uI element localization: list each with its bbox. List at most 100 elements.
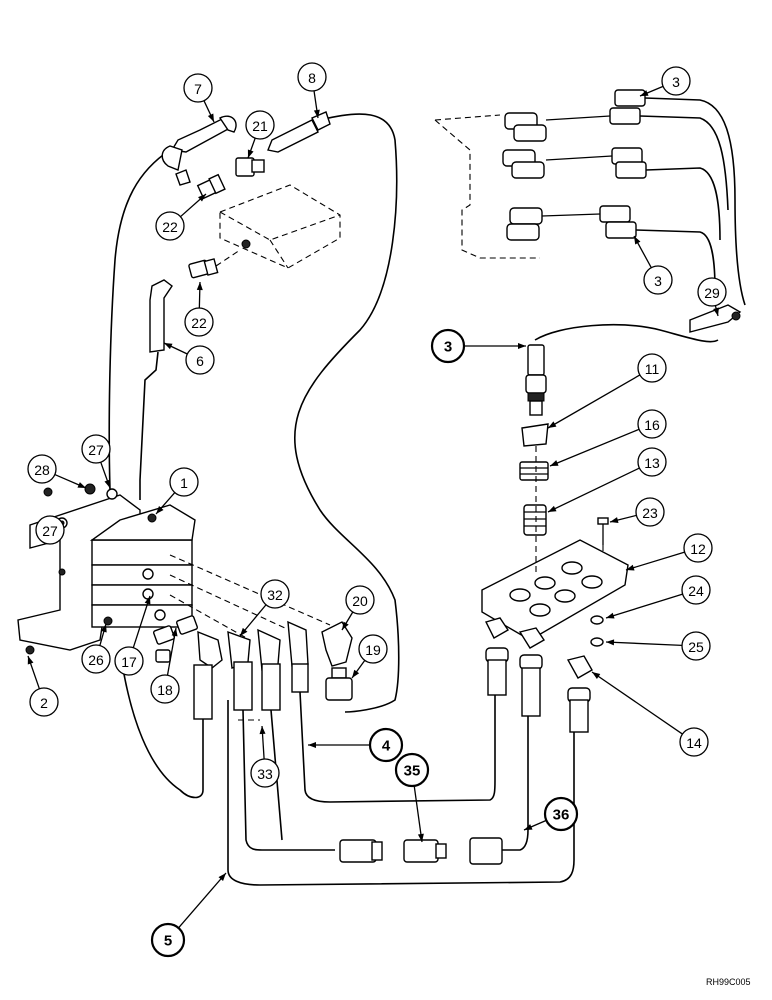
arrowhead-icon [634, 236, 641, 245]
callout-29: 29 [697, 277, 727, 317]
callout-label: 20 [352, 593, 368, 609]
callout-22: 22 [155, 193, 207, 241]
callout-circle [185, 345, 215, 375]
arrowhead-icon [524, 824, 533, 830]
callout-label: 22 [191, 315, 207, 331]
callout-label: 23 [642, 505, 658, 521]
callout-20: 20 [341, 585, 375, 631]
arrowhead-icon [27, 656, 34, 665]
callout-circle [543, 796, 579, 832]
arrowhead-icon [308, 742, 316, 748]
arrowhead-icon [610, 517, 619, 523]
callout-label: 33 [257, 766, 273, 782]
callout-17: 17 [114, 595, 151, 676]
callout-label: 18 [157, 682, 173, 698]
callout-circle [679, 727, 709, 757]
arrowhead-icon [100, 624, 107, 633]
valve-block-assembly [17, 111, 575, 886]
callout-2: 2 [27, 655, 59, 717]
callout-6: 6 [163, 342, 215, 375]
callout-36: 36 [523, 796, 579, 832]
callout-7: 7 [183, 73, 215, 123]
callout-19: 19 [351, 634, 388, 679]
callout-13: 13 [547, 447, 667, 513]
callout-label: 16 [644, 417, 660, 433]
callout-label: 3 [654, 273, 662, 289]
callout-24: 24 [605, 575, 711, 619]
arrowhead-icon [196, 282, 203, 291]
callout-circle [150, 674, 180, 704]
callout-circle [368, 727, 404, 763]
callout-label: 2 [40, 695, 48, 711]
arrowhead-icon [548, 505, 557, 512]
callout-label: 35 [404, 763, 421, 780]
callout-leader-line [605, 593, 683, 619]
arrowhead-icon [713, 307, 719, 316]
arrowhead-icon [156, 506, 164, 514]
callout-label: 11 [645, 361, 660, 377]
arrowhead-icon [606, 639, 615, 646]
callout-circle [430, 328, 466, 364]
callout-leader-line [547, 374, 641, 429]
callout-leader-line [605, 641, 683, 647]
callout-circle [184, 307, 214, 337]
callout-8: 8 [297, 62, 327, 119]
callout-leader-line [413, 785, 423, 843]
callout-3: 3 [430, 328, 526, 364]
callout-35: 35 [394, 752, 430, 843]
callout-circle [81, 644, 111, 674]
arrowhead-icon [417, 833, 424, 842]
callout-circle [681, 575, 711, 605]
callout-label: 4 [382, 738, 391, 755]
callout-label: 5 [164, 933, 172, 950]
callout-circle [637, 447, 667, 477]
callout-23: 23 [609, 497, 665, 527]
callout-leader-line [549, 428, 640, 467]
callout-circle [27, 454, 57, 484]
callout-1: 1 [155, 467, 199, 515]
callout-label: 7 [194, 81, 202, 97]
callout-circle [260, 579, 290, 609]
callout-label: 8 [308, 70, 316, 86]
arrowhead-icon [218, 873, 226, 882]
callout-26: 26 [81, 623, 111, 674]
callout-label: 32 [267, 587, 283, 603]
callout-16: 16 [549, 409, 667, 467]
arrowhead-icon [342, 621, 349, 630]
arrowhead-icon [259, 726, 266, 735]
callout-label: 26 [88, 652, 104, 668]
callout-circle [250, 758, 280, 788]
callout-circle [29, 687, 59, 717]
callout-21: 21 [245, 110, 275, 159]
callout-circle [643, 265, 673, 295]
arrowhead-icon [518, 343, 526, 349]
callout-3: 3 [633, 235, 673, 295]
callout-label: 27 [42, 523, 58, 539]
callout-circle [345, 585, 375, 615]
arrowhead-icon [550, 460, 559, 466]
callout-5: 5 [150, 872, 227, 958]
callout-leader-line [591, 671, 683, 735]
callout-circle [155, 211, 185, 241]
callout-4: 4 [308, 727, 404, 763]
callout-layer: 7821222263329311161323122425142728271226… [27, 62, 727, 958]
callout-33: 33 [250, 725, 280, 788]
callout-circle [394, 752, 430, 788]
callout-32: 32 [239, 579, 290, 637]
arrowhead-icon [164, 343, 173, 350]
reference-code: RH99C005 [706, 977, 751, 987]
callout-circle [681, 631, 711, 661]
callout-leader-line [132, 595, 151, 648]
callout-label: 6 [196, 353, 204, 369]
callout-label: 29 [704, 285, 720, 301]
callout-label: 36 [553, 807, 570, 824]
callout-label: 21 [252, 118, 268, 134]
callout-label: 25 [688, 639, 704, 655]
callout-circle [358, 634, 388, 664]
callout-28: 28 [27, 454, 87, 489]
arrowhead-icon [77, 482, 86, 488]
callout-label: 19 [365, 642, 381, 658]
callout-circle [297, 62, 327, 92]
arrowhead-icon [640, 90, 649, 96]
arrowhead-icon [198, 194, 206, 202]
